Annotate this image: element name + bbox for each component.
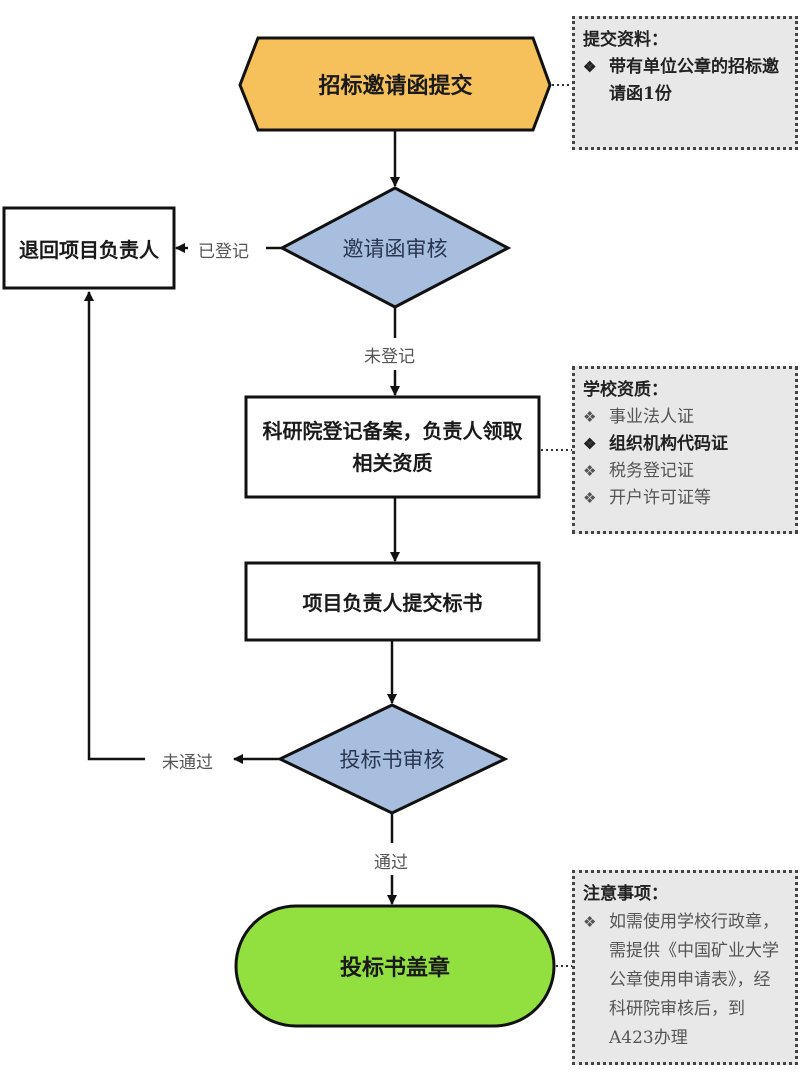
note-item-text: 如需使用学校行政章，需提供《中国矿业大学公章使用申请表》，经科研院审核后，到A4… [609, 912, 779, 1048]
return-node-shape [2, 206, 176, 290]
diamond-bullet-icon: ❖ [583, 489, 597, 507]
note-item-text: 税务登记证 [609, 461, 694, 481]
start-node: 招标邀请函提交 [318, 74, 473, 99]
diamond-bullet-icon: ❖ [583, 408, 597, 426]
note-item: ❖ 组织机构代码证 [583, 431, 787, 458]
note-item: ❖ 开户许可证等 [583, 485, 787, 512]
edge-label-not-registered: 未登记 [362, 342, 417, 367]
note-item-text: 组织机构代码证 [609, 434, 728, 454]
end-node: 投标书盖章 [339, 956, 450, 981]
note-item: ❖ 税务登记证 [583, 458, 787, 485]
diamond-bullet-icon: ❖ [583, 462, 597, 480]
note-school-qualifications: 学校资质： ❖ 事业法人证 ❖ 组织机构代码证 ❖ 税务登记证 ❖ 开户许可证等 [572, 366, 798, 534]
submit-bid-node: 项目负责人提交标书 [302, 591, 483, 615]
decision-bid-review: 投标书审核 [339, 748, 445, 772]
return-to-leader-node: 退回项目负责人 [19, 237, 159, 262]
diamond-bullet-icon: ❖ [583, 435, 597, 453]
note-item: ❖ 如需使用学校行政章，需提供《中国矿业大学公章使用申请表》，经科研院审核后，到… [583, 908, 787, 1053]
start-node-shape [238, 36, 552, 132]
note-attention: 注意事项： ❖ 如需使用学校行政章，需提供《中国矿业大学公章使用申请表》，经科研… [572, 870, 798, 1065]
register-node-shape [244, 395, 541, 499]
edge-label-not-passed: 未通过 [160, 748, 215, 773]
diamond-bullet-icon: ❖ [583, 58, 597, 76]
decision-invitation-review: 邀请函审核 [342, 237, 448, 261]
note-item-text: 带有单位公章的招标邀请函1份 [609, 57, 779, 104]
note-title: 学校资质： [583, 380, 668, 400]
note-item-text: 开户许可证等 [609, 488, 711, 508]
note-submit-materials: 提交资料： ❖ 带有单位公章的招标邀请函1份 [572, 16, 798, 150]
note-title: 提交资料： [583, 30, 668, 50]
note-title: 注意事项： [583, 884, 668, 904]
edge-label-passed: 通过 [372, 848, 410, 873]
diamond-bullet-icon: ❖ [583, 913, 597, 931]
note-item: ❖ 带有单位公章的招标邀请函1份 [583, 54, 787, 108]
note-item: ❖ 事业法人证 [583, 404, 787, 431]
register-node: 科研院登记备案，负责人领取相关资质 [262, 419, 523, 475]
edge-label-registered: 已登记 [196, 237, 251, 262]
note-item-text: 事业法人证 [609, 407, 694, 427]
edge-not-passed-to-return [84, 291, 145, 761]
end-node-shape [234, 904, 556, 1028]
